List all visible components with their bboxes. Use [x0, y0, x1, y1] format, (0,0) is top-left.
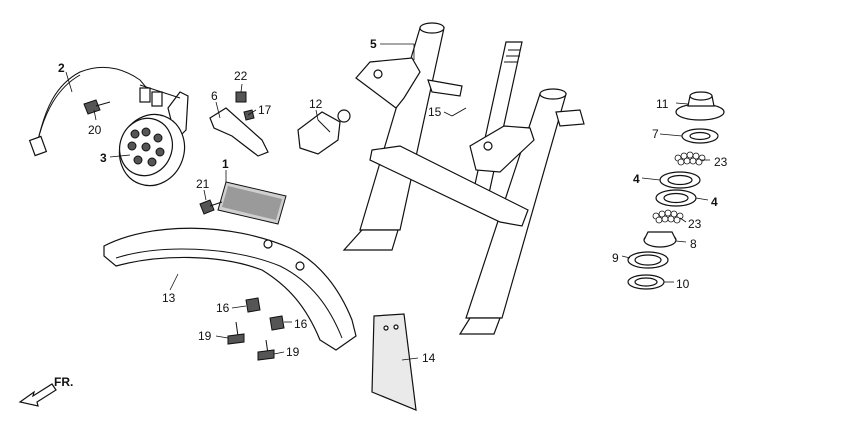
- front-direction-label: FR.: [54, 375, 73, 389]
- horn-bracket-6: [209, 91, 269, 157]
- callout-13: 13: [162, 291, 176, 305]
- callout-6: 6: [211, 89, 218, 103]
- screw-20: [83, 99, 111, 115]
- leader-lines: [65, 43, 710, 361]
- callout-15: 15: [428, 105, 442, 119]
- callout-22: 22: [234, 69, 248, 83]
- callout-16-left: 16: [216, 301, 230, 315]
- front-fender: [103, 227, 357, 351]
- callout-4-upper: 4: [633, 172, 640, 186]
- fender-hardware: [227, 297, 285, 361]
- callout-10: 10: [676, 277, 690, 291]
- callout-2: 2: [58, 61, 65, 75]
- callout-5: 5: [370, 37, 377, 51]
- front-fork-assembly: [342, 22, 585, 335]
- callout-21: 21: [196, 177, 210, 191]
- callout-14: 14: [422, 351, 436, 365]
- callout-12: 12: [309, 97, 323, 111]
- callout-16-right: 16: [294, 317, 308, 331]
- steering-stem-bearing-stack: [627, 91, 725, 290]
- callout-1: 1: [222, 157, 229, 171]
- front-direction-arrow: FR.: [18, 375, 73, 407]
- callout-numbers: 5 2 22 6 17 12 20 15 3 1 21 11 7 23 4 4 …: [58, 37, 728, 365]
- callout-19-right: 19: [286, 345, 300, 359]
- bracket-12: [297, 109, 351, 155]
- callout-23-lower: 23: [688, 217, 702, 231]
- reflector: [217, 181, 287, 225]
- callout-8: 8: [690, 237, 697, 251]
- screw-21: [199, 199, 223, 215]
- horn: [118, 113, 186, 187]
- callout-3: 3: [100, 151, 107, 165]
- callout-17: 17: [258, 103, 272, 117]
- callout-23-upper: 23: [714, 155, 728, 169]
- callout-7: 7: [652, 127, 659, 141]
- callout-9: 9: [612, 251, 619, 265]
- callout-11: 11: [656, 97, 669, 111]
- callout-19-left: 19: [198, 329, 212, 343]
- mud-flap: [371, 313, 417, 411]
- callout-20: 20: [88, 123, 102, 137]
- callout-4-lower: 4: [711, 195, 718, 209]
